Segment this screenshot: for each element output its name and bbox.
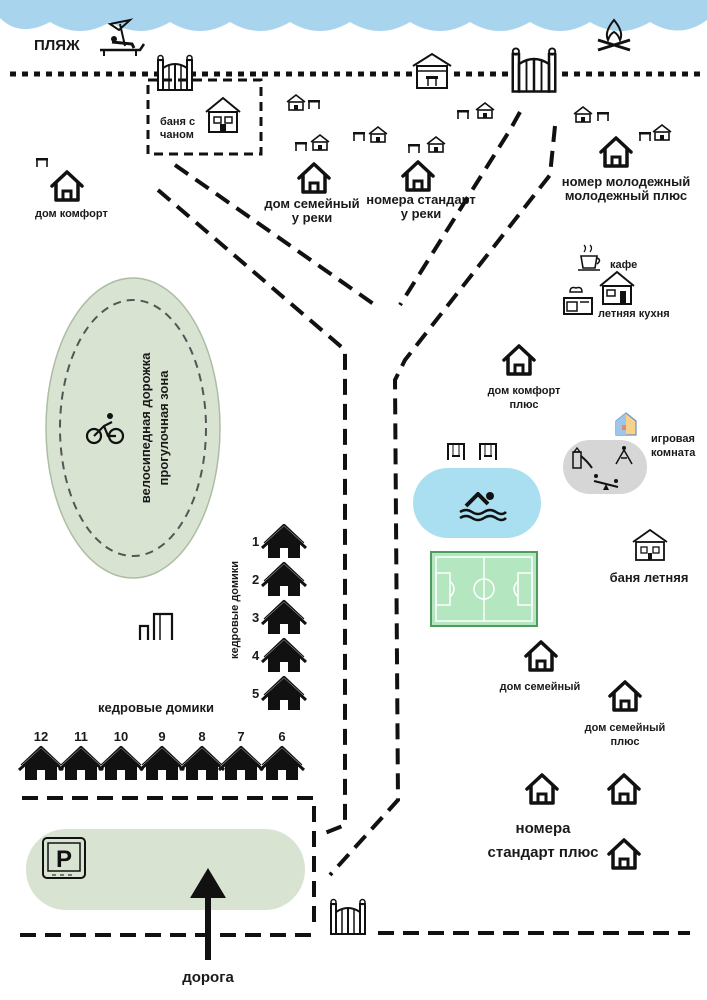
kedr-num-8: 8 bbox=[198, 729, 205, 744]
gate-icon bbox=[157, 54, 193, 92]
banya-letnyaya-label: баня летняя bbox=[610, 570, 689, 585]
cedar-houses-vertical bbox=[260, 523, 308, 712]
kedr-num-10: 10 bbox=[114, 729, 128, 744]
dom-semeyny-reka-icon bbox=[297, 162, 331, 194]
swimmer-icon bbox=[459, 492, 507, 522]
kedr-num-1: 1 bbox=[252, 534, 259, 549]
football-field bbox=[430, 551, 538, 627]
dom-semeyny-plus-icon bbox=[608, 680, 642, 712]
cedar-house-3 bbox=[260, 599, 308, 636]
cedar-house-12 bbox=[17, 745, 65, 782]
parking-sign-letter: P bbox=[56, 846, 72, 873]
beach-label: ПЛЯЖ bbox=[34, 37, 80, 54]
dom-semeyny-label: дом семейный bbox=[500, 681, 581, 693]
cedar-house-9 bbox=[138, 745, 186, 782]
igrovaya-label-1: игровая bbox=[651, 433, 695, 445]
cyclist-icon bbox=[85, 413, 125, 445]
banya-chan-label-1: баня с bbox=[160, 116, 195, 128]
igrovaya-label-2: комната bbox=[651, 447, 696, 459]
cedar-house-5 bbox=[260, 675, 308, 712]
swings-icon bbox=[447, 443, 497, 460]
cedar-house-4 bbox=[260, 637, 308, 674]
coffee-cup-icon bbox=[578, 244, 601, 271]
banya-chan-border bbox=[146, 78, 263, 156]
kedrovye-vertical-label: кедровые домики bbox=[229, 561, 241, 659]
nomer-molodezhny-icon bbox=[599, 136, 633, 168]
banya-chan-icon bbox=[205, 96, 241, 133]
parking-zone bbox=[26, 829, 305, 910]
nomer-molodezhny-label-2: молодежный плюс bbox=[565, 188, 687, 203]
sunbed-icon bbox=[100, 18, 146, 56]
kafe-label: кафе bbox=[610, 259, 637, 271]
bike-path-zone bbox=[45, 277, 221, 579]
kedr-num-3: 3 bbox=[252, 610, 259, 625]
nomera-standart-plus-icon-1 bbox=[525, 773, 559, 805]
dom-komfort-plus-label-2: плюс bbox=[510, 399, 539, 411]
cedar-house-2 bbox=[260, 561, 308, 598]
dom-semeyny-reka-label-2: у реки bbox=[292, 210, 333, 225]
nomera-standart-plus-label-2: стандарт плюс bbox=[488, 844, 599, 861]
parking-sign-icon bbox=[42, 837, 86, 879]
kedr-num-9: 9 bbox=[158, 729, 165, 744]
velo-label-2: прогулочная зона bbox=[156, 370, 171, 486]
kedr-num-12: 12 bbox=[34, 729, 48, 744]
playground-zone bbox=[563, 440, 647, 494]
nomera-standart-reka-label-2: у реки bbox=[401, 206, 442, 221]
dom-semeyny-plus-label-2: плюс bbox=[611, 736, 640, 748]
kedr-num-7: 7 bbox=[237, 729, 244, 744]
kedrovye-horizontal-label: кедровые домики bbox=[98, 700, 214, 715]
cedar-house-7 bbox=[217, 745, 265, 782]
kedr-num-2: 2 bbox=[252, 572, 259, 587]
cedar-house-8 bbox=[178, 745, 226, 782]
kedr-num-6: 6 bbox=[278, 729, 285, 744]
playground-swing-icon bbox=[615, 446, 633, 465]
seesaw-icon bbox=[593, 474, 619, 490]
pavilion-icon bbox=[412, 52, 452, 90]
swimming-pool bbox=[413, 468, 541, 538]
dom-semeyny-icon bbox=[524, 640, 558, 672]
kedr-num-11: 11 bbox=[74, 729, 88, 744]
kafe-building-icon bbox=[599, 270, 635, 305]
cedar-house-10 bbox=[97, 745, 145, 782]
nomera-standart-plus-icon-3 bbox=[607, 838, 641, 870]
parking-border-road bbox=[22, 796, 316, 930]
main-gate-icon bbox=[511, 47, 557, 94]
playroom-icon bbox=[615, 412, 637, 436]
exercise-bars-icon bbox=[138, 612, 174, 640]
cabins-cluster-icon bbox=[35, 94, 672, 168]
nomera-standart-plus-label-1: номера bbox=[516, 820, 572, 837]
cedar-house-1 bbox=[260, 523, 308, 560]
dom-komfort-plus-label-1: дом комфорт bbox=[488, 385, 561, 397]
cedar-house-11 bbox=[57, 745, 105, 782]
kedr-num-4: 4 bbox=[252, 648, 260, 663]
dom-semeyny-plus-label-1: дом семейный bbox=[585, 722, 666, 734]
letnyaya-kuhnya-label: летняя кухня bbox=[598, 308, 670, 320]
campfire-icon bbox=[597, 18, 631, 52]
cedar-houses-horizontal bbox=[17, 745, 306, 782]
playground-slide-icon bbox=[572, 446, 593, 469]
banya-letnyaya-icon bbox=[632, 528, 668, 561]
nomera-standart-reka-icon bbox=[401, 160, 435, 192]
banya-chan-label-2: чаном bbox=[160, 129, 194, 141]
dom-komfort-icon bbox=[50, 170, 84, 202]
doroga-label: дорога bbox=[182, 969, 234, 986]
kitchen-icon bbox=[563, 286, 593, 315]
roads bbox=[156, 111, 557, 877]
nomera-standart-reka-label-1: номера стандарт bbox=[366, 192, 476, 207]
road-arrow-icon bbox=[190, 868, 226, 960]
velo-label-1: велосипедная дорожка bbox=[138, 352, 153, 503]
nomera-standart-plus-icon-2 bbox=[607, 773, 641, 805]
dom-komfort-plus-icon bbox=[502, 344, 536, 376]
dom-komfort-label: дом комфорт bbox=[35, 208, 108, 220]
kedr-num-5: 5 bbox=[252, 686, 259, 701]
cedar-house-6 bbox=[258, 745, 306, 782]
nomer-molodezhny-label-1: номер молодежный bbox=[562, 174, 690, 189]
cloud-border bbox=[0, 0, 707, 31]
dom-semeyny-reka-label-1: дом семейный bbox=[264, 196, 359, 211]
bottom-gate-icon bbox=[328, 898, 368, 938]
